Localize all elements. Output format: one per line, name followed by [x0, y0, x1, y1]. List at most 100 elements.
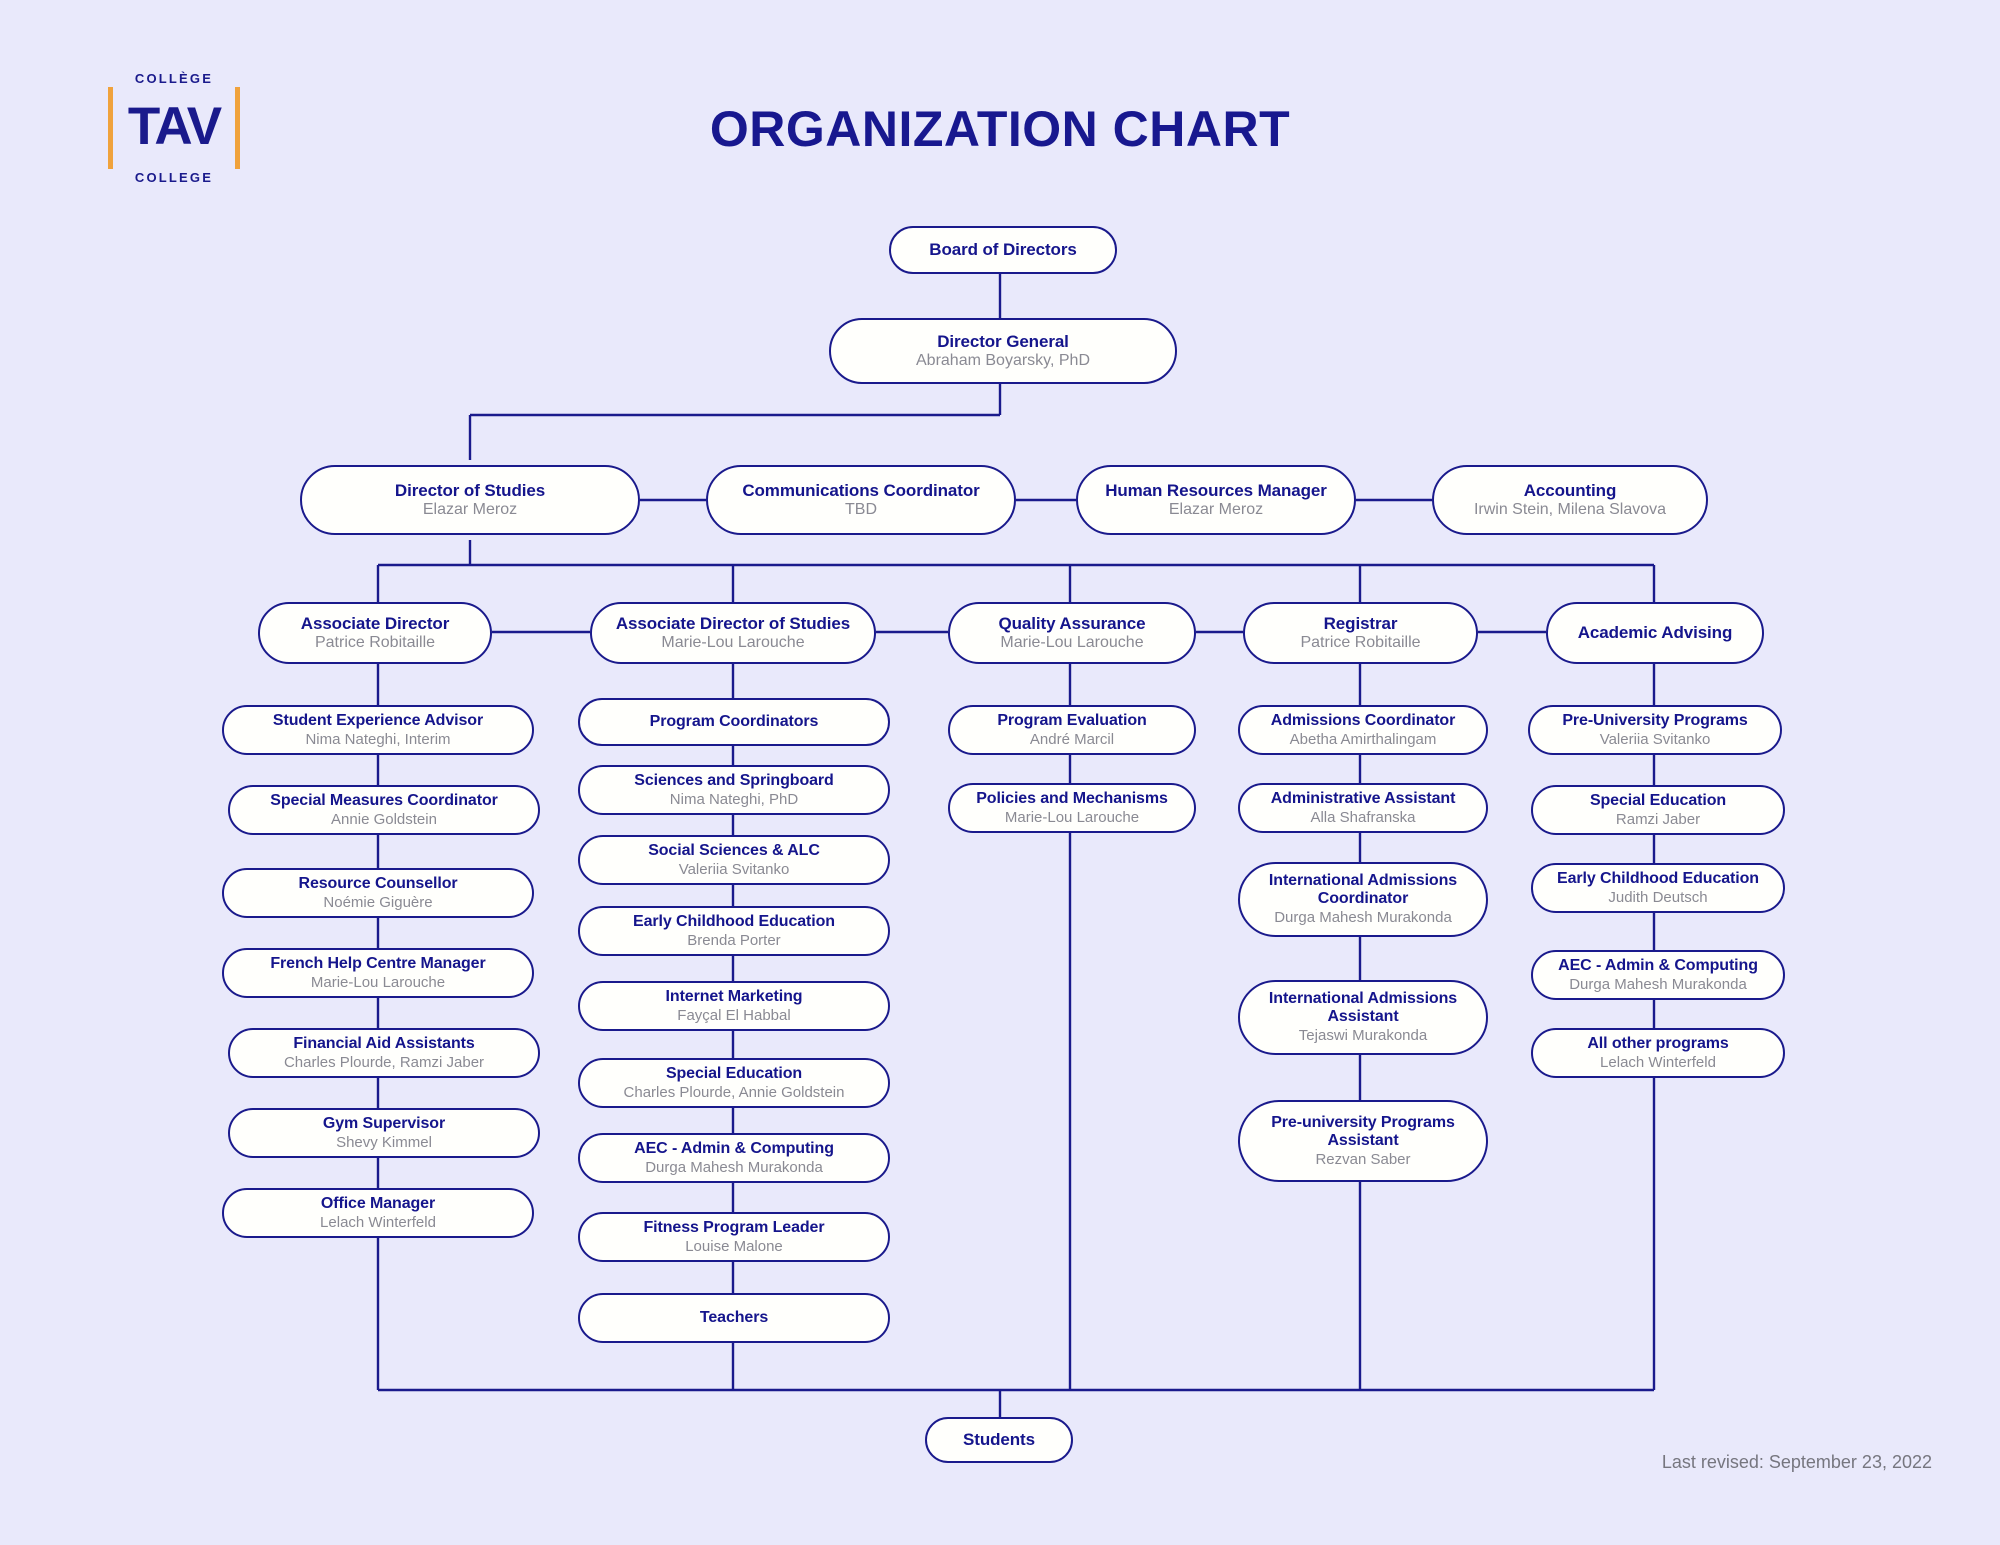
- node-title: Pre-University Programs: [1562, 711, 1748, 729]
- node-subtitle: Patrice Robitaille: [314, 633, 436, 651]
- node-title: Quality Assurance: [998, 613, 1146, 633]
- node-title: Student Experience Advisor: [272, 711, 484, 729]
- node-title: AEC - Admin & Computing: [634, 1139, 834, 1157]
- node-title: Gym Supervisor: [322, 1114, 446, 1132]
- node-subtitle: Brenda Porter: [687, 931, 781, 949]
- node-subtitle: Tejaswi Murakonda: [1298, 1027, 1428, 1045]
- node-gym-supervisor[interactable]: Gym Supervisor Shevy Kimmel: [228, 1108, 540, 1158]
- node-subtitle: Louise Malone: [685, 1237, 783, 1255]
- node-title: Office Manager: [320, 1194, 436, 1212]
- node-french-help-centre-manager[interactable]: French Help Centre Manager Marie-Lou Lar…: [222, 948, 534, 998]
- node-program-coordinators[interactable]: Program Coordinators: [578, 698, 890, 746]
- node-human-resources-manager[interactable]: Human Resources Manager Elazar Meroz: [1076, 465, 1356, 535]
- node-title: Early Childhood Education: [1557, 869, 1759, 887]
- node-title: All other programs: [1587, 1034, 1729, 1052]
- node-title: Accounting: [1523, 480, 1617, 500]
- node-subtitle: Durga Mahesh Murakonda: [645, 1158, 823, 1176]
- node-policies-and-mechanisms[interactable]: Policies and Mechanisms Marie-Lou Larouc…: [948, 783, 1196, 833]
- node-program-evaluation[interactable]: Program Evaluation André Marcil: [948, 705, 1196, 755]
- node-resource-counsellor[interactable]: Resource Counsellor Noémie Giguère: [222, 868, 534, 918]
- node-title: Fitness Program Leader: [643, 1218, 825, 1236]
- node-special-education-studies[interactable]: Special Education Charles Plourde, Annie…: [578, 1058, 890, 1108]
- node-students[interactable]: Students: [925, 1417, 1073, 1463]
- node-title: Director General: [937, 331, 1069, 351]
- node-pre-university-programs-assistant[interactable]: Pre-university Programs Assistant Rezvan…: [1238, 1100, 1488, 1182]
- node-title: Sciences and Springboard: [634, 771, 834, 789]
- node-subtitle: TBD: [845, 500, 877, 518]
- node-aec-admin-computing-advising[interactable]: AEC - Admin & Computing Durga Mahesh Mur…: [1531, 950, 1785, 1000]
- node-title: International Admissions Assistant: [1268, 990, 1458, 1026]
- node-associate-director[interactable]: Associate Director Patrice Robitaille: [258, 602, 492, 664]
- node-title: International Admissions Coordinator: [1268, 872, 1458, 908]
- node-title: Administrative Assistant: [1270, 789, 1456, 807]
- node-admissions-coordinator[interactable]: Admissions Coordinator Abetha Amirthalin…: [1238, 705, 1488, 755]
- node-all-other-programs[interactable]: All other programs Lelach Winterfeld: [1531, 1028, 1785, 1078]
- node-subtitle: Marie-Lou Larouche: [1004, 808, 1140, 826]
- node-communications-coordinator[interactable]: Communications Coordinator TBD: [706, 465, 1016, 535]
- node-fitness-program-leader[interactable]: Fitness Program Leader Louise Malone: [578, 1212, 890, 1262]
- node-subtitle: Noémie Giguère: [323, 893, 433, 911]
- node-title: Policies and Mechanisms: [976, 789, 1168, 807]
- node-subtitle: Patrice Robitaille: [1300, 633, 1421, 651]
- node-sciences-and-springboard[interactable]: Sciences and Springboard Nima Nateghi, P…: [578, 765, 890, 815]
- node-subtitle: Nima Nateghi, PhD: [669, 790, 799, 808]
- node-subtitle: Marie-Lou Larouche: [661, 633, 805, 651]
- node-subtitle: Rezvan Saber: [1315, 1150, 1411, 1168]
- node-director-general[interactable]: Director General Abraham Boyarsky, PhD: [829, 318, 1177, 384]
- node-director-of-studies[interactable]: Director of Studies Elazar Meroz: [300, 465, 640, 535]
- node-title: Social Sciences & ALC: [648, 841, 820, 859]
- node-subtitle: Durga Mahesh Murakonda: [1569, 975, 1747, 993]
- node-subtitle: Fayçal El Habbal: [677, 1006, 791, 1024]
- node-title: Resource Counsellor: [298, 874, 458, 892]
- node-student-experience-advisor[interactable]: Student Experience Advisor Nima Nateghi,…: [222, 705, 534, 755]
- node-title: AEC - Admin & Computing: [1558, 956, 1758, 974]
- node-subtitle: Abraham Boyarsky, PhD: [916, 351, 1090, 369]
- node-associate-director-of-studies[interactable]: Associate Director of Studies Marie-Lou …: [590, 602, 876, 664]
- node-title: Special Measures Coordinator: [270, 791, 498, 809]
- node-early-childhood-education-advising[interactable]: Early Childhood Education Judith Deutsch: [1531, 863, 1785, 913]
- node-title: Admissions Coordinator: [1270, 711, 1456, 729]
- node-title: Early Childhood Education: [633, 912, 835, 930]
- node-teachers[interactable]: Teachers: [578, 1293, 890, 1343]
- node-subtitle: Elazar Meroz: [422, 500, 518, 518]
- page-title: ORGANIZATION CHART: [709, 101, 1291, 157]
- node-subtitle: Alla Shafranska: [1310, 808, 1416, 826]
- node-registrar[interactable]: Registrar Patrice Robitaille: [1243, 602, 1478, 664]
- node-special-education-advising[interactable]: Special Education Ramzi Jaber: [1531, 785, 1785, 835]
- node-pre-university-programs[interactable]: Pre-University Programs Valeriia Svitank…: [1528, 705, 1782, 755]
- node-subtitle: Judith Deutsch: [1608, 888, 1708, 906]
- node-special-measures-coordinator[interactable]: Special Measures Coordinator Annie Golds…: [228, 785, 540, 835]
- node-subtitle: Abetha Amirthalingam: [1289, 730, 1437, 748]
- node-board-of-directors[interactable]: Board of Directors: [889, 226, 1117, 274]
- node-subtitle: Charles Plourde, Ramzi Jaber: [283, 1053, 485, 1071]
- node-title: Registrar: [1323, 613, 1398, 633]
- node-financial-aid-assistants[interactable]: Financial Aid Assistants Charles Plourde…: [228, 1028, 540, 1078]
- node-subtitle: Marie-Lou Larouche: [310, 973, 446, 991]
- node-aec-admin-computing-studies[interactable]: AEC - Admin & Computing Durga Mahesh Mur…: [578, 1133, 890, 1183]
- node-social-sciences-alc[interactable]: Social Sciences & ALC Valeriia Svitanko: [578, 835, 890, 885]
- node-academic-advising[interactable]: Academic Advising: [1546, 602, 1764, 664]
- node-internet-marketing[interactable]: Internet Marketing Fayçal El Habbal: [578, 981, 890, 1031]
- node-international-admissions-assistant[interactable]: International Admissions Assistant Tejas…: [1238, 980, 1488, 1055]
- node-title: Special Education: [665, 1064, 803, 1082]
- node-subtitle: Annie Goldstein: [331, 810, 437, 828]
- node-early-childhood-education-studies[interactable]: Early Childhood Education Brenda Porter: [578, 906, 890, 956]
- node-office-manager[interactable]: Office Manager Lelach Winterfeld: [222, 1188, 534, 1238]
- node-subtitle: Durga Mahesh Murakonda: [1274, 909, 1452, 927]
- node-subtitle: Marie-Lou Larouche: [1000, 633, 1144, 651]
- node-title: Associate Director of Studies: [615, 613, 851, 633]
- node-subtitle: Ramzi Jaber: [1615, 810, 1701, 828]
- node-title: Director of Studies: [394, 480, 546, 500]
- logo-main-word: TAV: [127, 97, 222, 156]
- node-title: Academic Advising: [1577, 623, 1733, 643]
- node-administrative-assistant[interactable]: Administrative Assistant Alla Shafranska: [1238, 783, 1488, 833]
- node-title: French Help Centre Manager: [270, 954, 486, 972]
- node-quality-assurance[interactable]: Quality Assurance Marie-Lou Larouche: [948, 602, 1196, 664]
- node-accounting[interactable]: Accounting Irwin Stein, Milena Slavova: [1432, 465, 1708, 535]
- node-title: Human Resources Manager: [1105, 480, 1327, 500]
- node-subtitle: Valeriia Svitanko: [678, 860, 790, 878]
- node-international-admissions-coordinator[interactable]: International Admissions Coordinator Dur…: [1238, 862, 1488, 937]
- node-title: Pre-university Programs Assistant: [1271, 1113, 1455, 1149]
- node-title: Internet Marketing: [665, 987, 803, 1005]
